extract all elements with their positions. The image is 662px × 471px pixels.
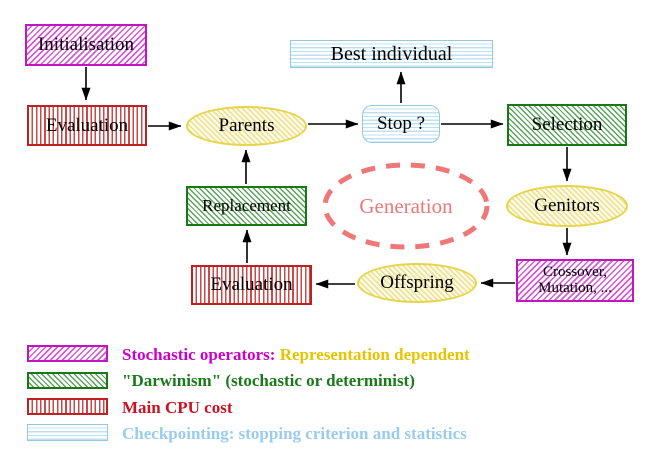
- node-parents: Parents: [186, 106, 307, 146]
- legend-swatch-checkpointing: [27, 424, 108, 441]
- node-initialisation: Initialisation: [25, 24, 147, 66]
- node-best-individual: Best individual: [290, 40, 493, 68]
- node-crossover-label-line1: Crossover,: [543, 263, 607, 280]
- legend-text-main-cpu-cost: Main CPU cost: [122, 398, 233, 417]
- legend-swatch-stochastic-operators: [27, 345, 108, 362]
- node-replacement: Replacement: [186, 186, 307, 226]
- node-stop-label: Stop ?: [376, 113, 426, 135]
- node-evaluation-top-label: Evaluation: [45, 114, 129, 136]
- node-genitors: Genitors: [506, 185, 628, 227]
- legend-text-stochastic-operators: Stochastic operators: Representation dep…: [122, 345, 470, 365]
- legend-text-checkpointing: Checkpointing: stopping criterion and st…: [122, 424, 467, 443]
- legend-swatch-main-cpu-cost: [27, 398, 108, 415]
- node-offspring-label: Offspring: [380, 272, 454, 294]
- legend-text-darwinism: "Darwinism" (stochastic or determinist): [122, 371, 415, 390]
- node-best-individual-label: Best individual: [330, 42, 453, 65]
- generation-label: Generation: [359, 194, 453, 218]
- node-evaluation-bottom-label: Evaluation: [210, 274, 293, 296]
- node-initialisation-label: Initialisation: [37, 34, 135, 56]
- node-crossover-mutation: Crossover, Mutation, ...: [516, 259, 634, 302]
- node-genitors-label: Genitors: [534, 195, 600, 217]
- node-offspring: Offspring: [357, 263, 477, 303]
- node-selection: Selection: [507, 104, 627, 146]
- node-evaluation-bottom: Evaluation: [191, 265, 312, 305]
- node-stop: Stop ?: [362, 105, 440, 143]
- node-evaluation-top: Evaluation: [27, 105, 147, 146]
- node-parents-label: Parents: [218, 115, 275, 137]
- node-crossover-label-line2: Mutation, ...: [538, 279, 612, 296]
- node-selection-label: Selection: [531, 114, 603, 136]
- legend-swatch-darwinism: [27, 372, 108, 389]
- legend-label-stochastic: Stochastic operators:: [122, 345, 276, 364]
- node-replacement-label: Replacement: [202, 196, 291, 216]
- legend-label-representation-dependent: Representation dependent: [279, 345, 470, 364]
